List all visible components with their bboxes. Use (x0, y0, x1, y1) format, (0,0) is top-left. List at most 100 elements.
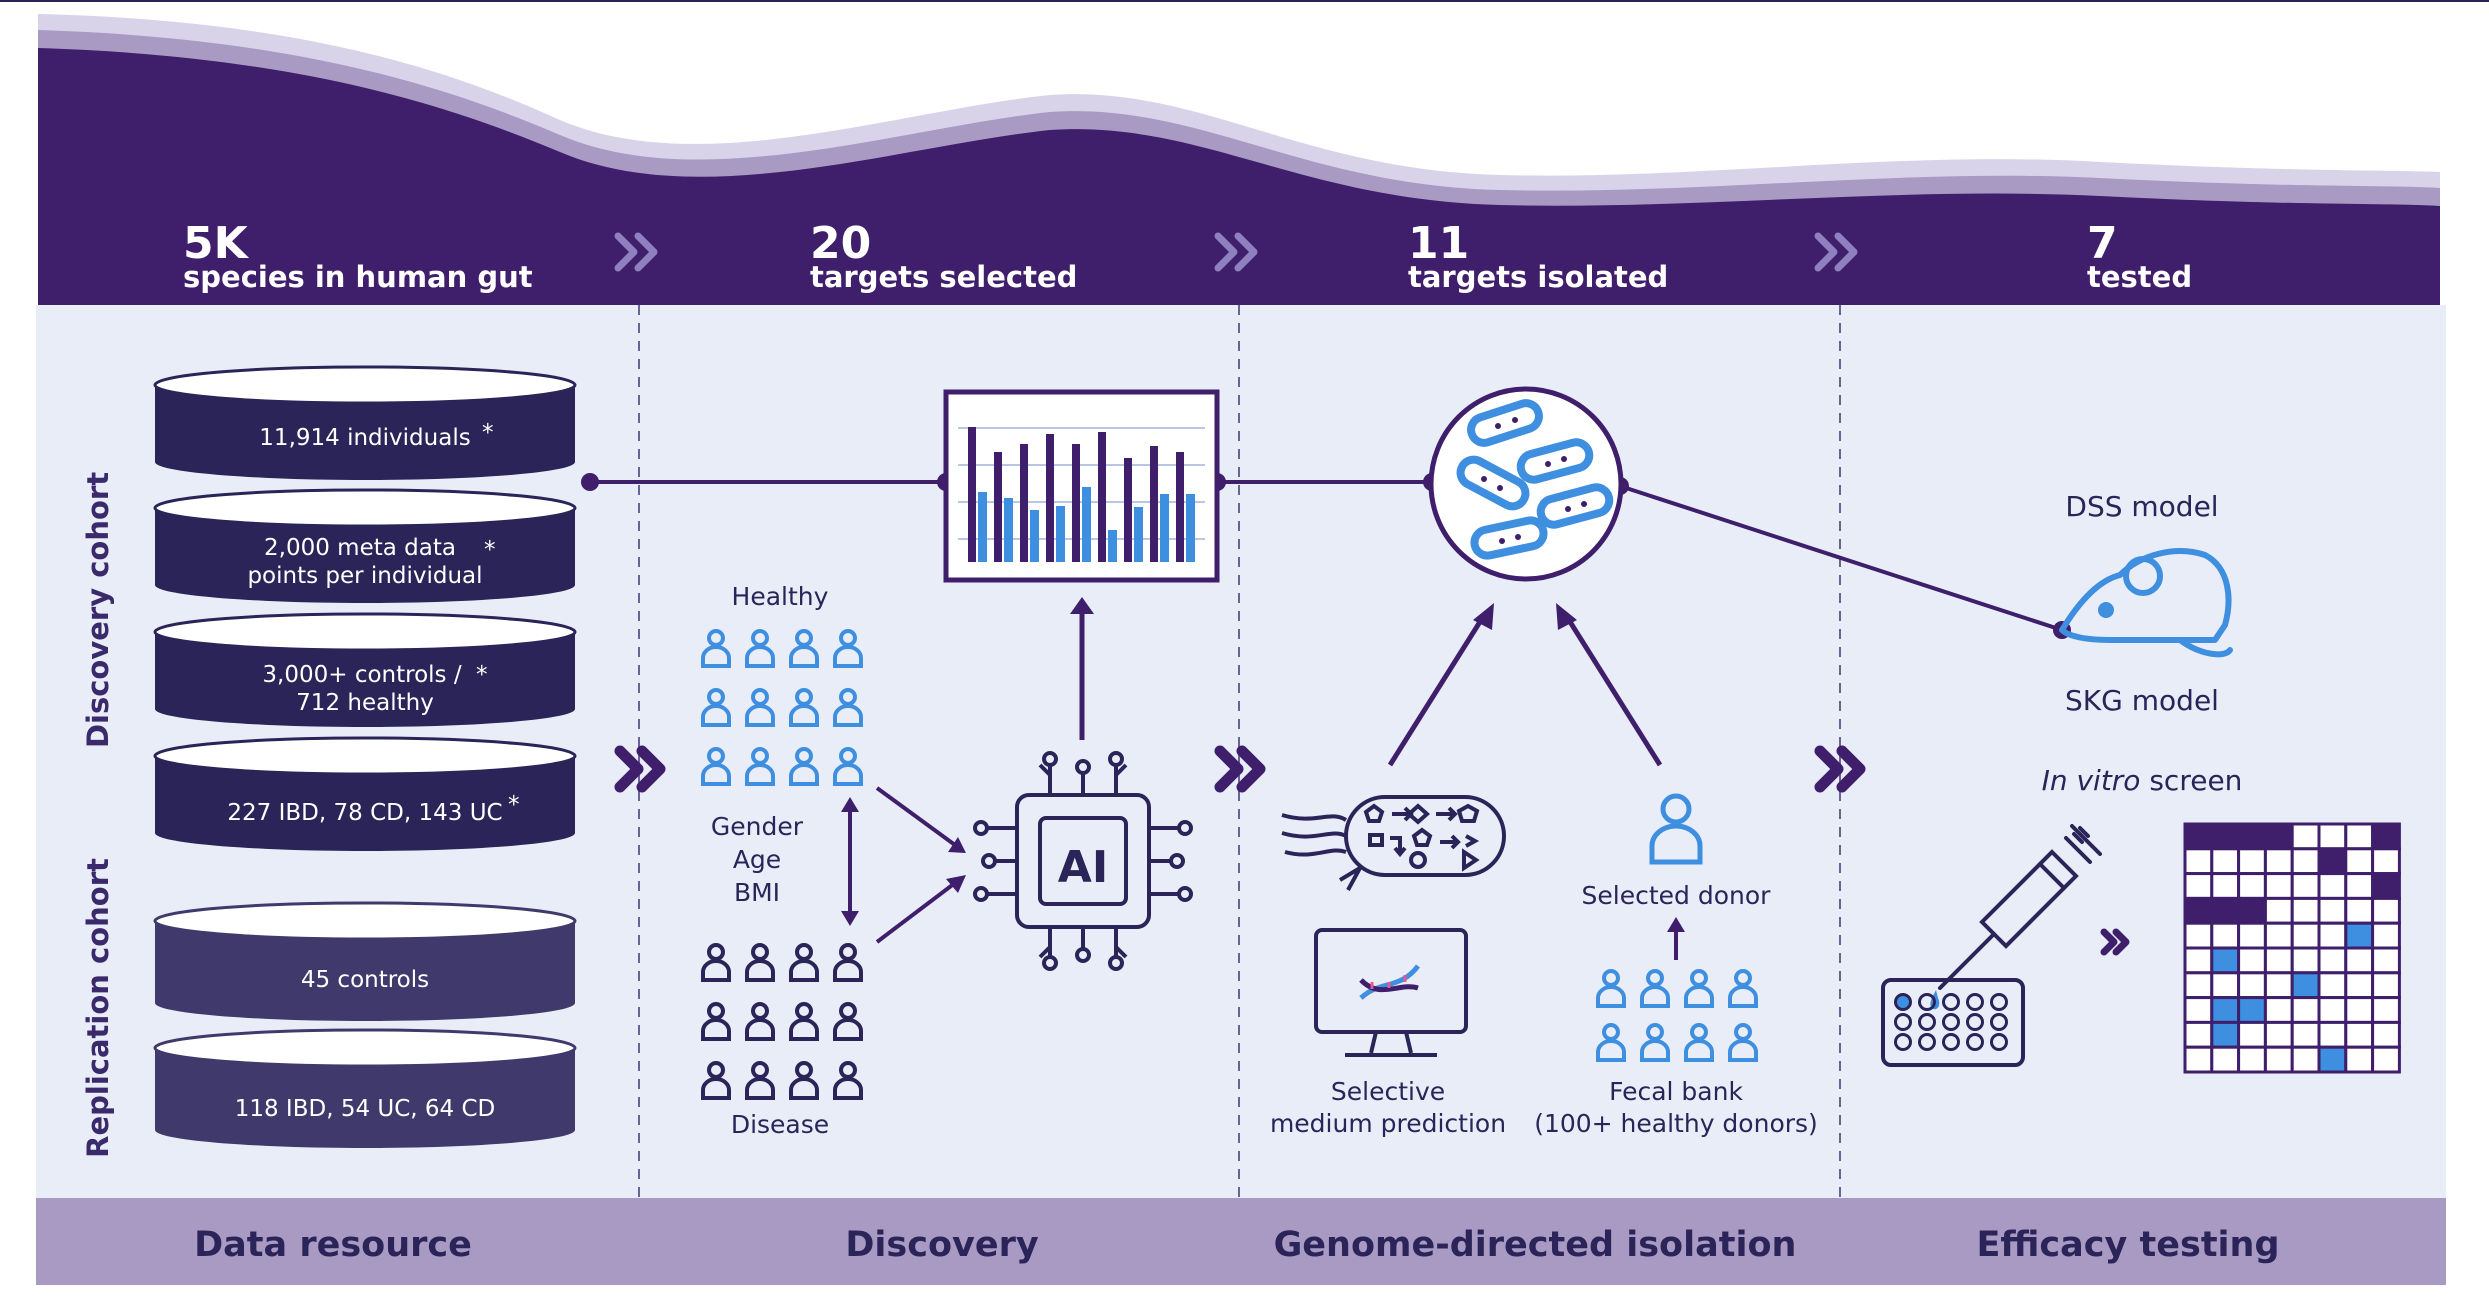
grid-cell (2237, 896, 2267, 925)
replication-cohort-label: Replication cohort (81, 858, 115, 1158)
grid-cell (2290, 921, 2321, 950)
grid-cell (2210, 822, 2241, 851)
chart-icon-bar (1056, 506, 1065, 562)
grid-cell (2290, 847, 2321, 876)
chart-icon-bar (1030, 510, 1039, 562)
well-icon (1894, 1013, 1912, 1031)
in-vitro-italic: In vitro (2042, 764, 2141, 797)
person-icon (745, 629, 775, 668)
grid-cell (2237, 921, 2267, 950)
arrow-to-ai (875, 786, 957, 847)
person-icon (833, 747, 863, 786)
db-line2: 712 healthy (296, 690, 434, 716)
well-icon (1918, 993, 1936, 1011)
grid-cell (2210, 872, 2241, 900)
screen-text: screen (2140, 764, 2242, 797)
stage-label: Discovery (845, 1225, 1038, 1265)
bar-chart-icon (943, 389, 1220, 583)
stat-text: targets isolated (1408, 260, 1668, 294)
selected-donor-label: Selected donor (1582, 881, 1772, 910)
stat-text: species in human gut (183, 260, 533, 294)
chart-icon-bar (1134, 507, 1143, 562)
chart-icon-bar (1046, 434, 1054, 562)
stat-isolated: 11 targets isolated (1408, 218, 1668, 294)
grid-cell (2210, 971, 2241, 1000)
header-chevron-icon (614, 232, 658, 272)
grid-cell (2344, 996, 2375, 1024)
grid-cell (2210, 896, 2241, 925)
grid-cell (2237, 1020, 2267, 1049)
arrow-head-icon (1556, 603, 1577, 630)
person-icon (701, 1061, 731, 1100)
trait-label: Age (733, 845, 781, 874)
ai-label: AI (1058, 842, 1108, 893)
selective-label: Selective (1331, 1077, 1445, 1106)
grid-cell (2237, 946, 2267, 975)
person-icon (1684, 969, 1714, 1008)
stat-tested: 7 tested (2087, 218, 2192, 294)
grid-cell (2183, 946, 2214, 975)
chart-icon-bar (1124, 458, 1132, 562)
trait-label: Gender (711, 812, 804, 841)
person-icon (833, 1061, 863, 1100)
stat-species: 5K species in human gut (183, 218, 533, 294)
healthy-label: Healthy (732, 582, 829, 611)
chart-icon-bar (1186, 494, 1195, 562)
grid-cell (2371, 971, 2401, 1000)
arrow-head-icon (1070, 597, 1094, 614)
in-vitro-label: In vitro screen (2042, 764, 2243, 797)
fecal-label: Fecal bank (1609, 1077, 1743, 1106)
grid-cell (2210, 946, 2241, 975)
db-line1: 11,914 individuals (259, 425, 470, 451)
grid-cell (2317, 996, 2348, 1024)
chart-icon-bar (1108, 530, 1117, 562)
person-icon (833, 943, 863, 982)
person-icon (833, 688, 863, 727)
person-icon (789, 688, 819, 727)
flow-chevron-icon (1814, 745, 1866, 793)
person-icon (1728, 1023, 1758, 1062)
flow-chevron-icon (614, 745, 666, 793)
arrow-to-culture (1387, 615, 1486, 767)
grid-cell (2344, 971, 2375, 1000)
grid-cell (2237, 1045, 2267, 1074)
well-icon (1942, 993, 1960, 1011)
grid-cell (2237, 996, 2267, 1024)
discovery-cohort-label: Discovery cohort (81, 472, 115, 748)
fecal-bank-people-icon (1596, 969, 1758, 1062)
grid-cell (2263, 896, 2294, 925)
grid-cell (2371, 872, 2401, 900)
grid-cell (2210, 1045, 2241, 1074)
database-cylinder: 2,000 meta data points per individual * (153, 488, 577, 603)
chart-icon-bar (994, 452, 1002, 562)
grid-cell (2210, 847, 2241, 876)
header-chevron-icon (1814, 232, 1858, 272)
well-icon (1918, 1013, 1936, 1031)
grid-cell (2344, 1045, 2375, 1074)
chart-icon-bar (1072, 444, 1080, 562)
selective-label: medium prediction (1270, 1109, 1506, 1138)
grid-cell (2183, 921, 2214, 950)
grid-cell (2263, 921, 2294, 950)
grid-cell (2371, 921, 2401, 950)
grid-cell (2371, 896, 2401, 925)
grid-cell (2317, 847, 2348, 876)
grid-cell (2290, 1020, 2321, 1049)
dss-model-label: DSS model (2065, 490, 2218, 523)
screen-grid-icon (2183, 822, 2401, 1074)
well-icon (1966, 1013, 1984, 1031)
db-star: * (484, 537, 496, 563)
grid-cell (2237, 872, 2267, 900)
small-chevron-icon (2100, 928, 2130, 956)
db-star: * (482, 420, 494, 446)
donor-person-icon (1649, 793, 1703, 865)
grid-cell (2344, 921, 2375, 950)
person-icon (701, 688, 731, 727)
person-icon (1640, 1023, 1670, 1062)
grid-cell (2371, 996, 2401, 1024)
db-star: * (508, 792, 520, 818)
stat-text: targets selected (810, 260, 1077, 294)
header-chevron-icon (1214, 232, 1258, 272)
db-line1: 3,000+ controls / (262, 662, 461, 688)
grid-cell (2263, 946, 2294, 975)
